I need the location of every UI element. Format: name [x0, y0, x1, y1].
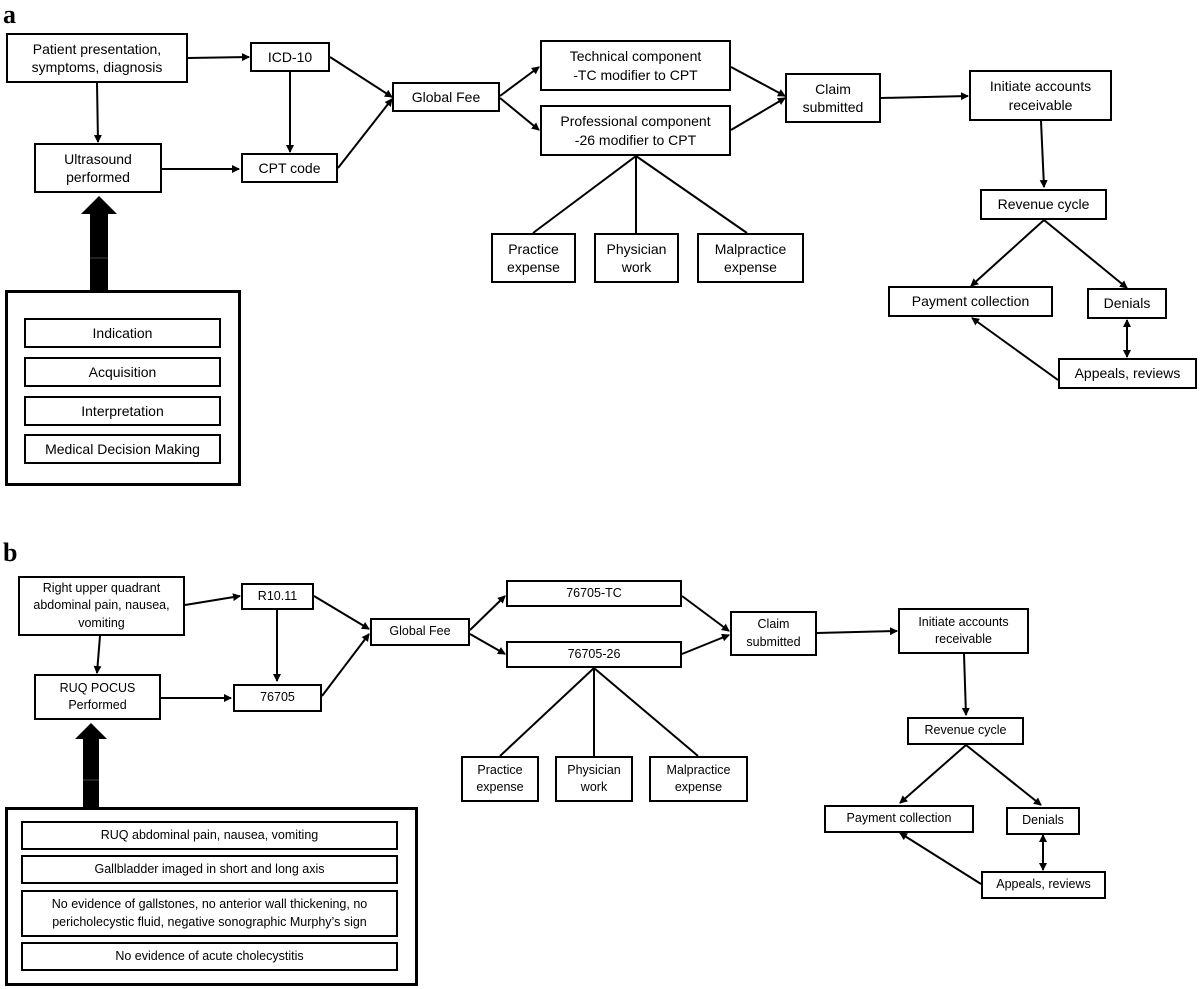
- line-professional-to-malpractice: [635, 155, 748, 234]
- technical-component-node-b: 76705-TC: [506, 580, 682, 607]
- arrow-accounts-to-revenue: [1039, 120, 1048, 188]
- arrow-icd-to-globalfee-b: [313, 595, 370, 630]
- panel-b-arrows: [93, 593, 1047, 885]
- physician-work-node-b: Physician work: [555, 756, 633, 802]
- arrow-technical-to-claim: [730, 66, 786, 97]
- documentation-item-acquisition: Acquisition: [24, 357, 221, 387]
- line-professional-to-malpractice-b: [593, 667, 699, 757]
- arrow-professional-to-claim: [730, 97, 786, 131]
- patient-presentation-node: Patient presentation, symptoms, diagnosi…: [6, 33, 188, 83]
- arrow-icd-to-globalfee: [329, 56, 393, 98]
- panel-b-documentation-arrow: [75, 723, 107, 807]
- arrow-patient-to-icd: [187, 53, 250, 62]
- arrow-patient-to-icd-b: [184, 593, 241, 606]
- arrow-appeals-to-payment-b: [899, 832, 982, 885]
- arrow-patient-to-ultrasound-b: [93, 635, 102, 674]
- line-professional-to-practice-b: [499, 667, 595, 757]
- panel-a-arrows: [93, 53, 1131, 381]
- appeals-reviews-node-b: Appeals, reviews: [981, 871, 1106, 899]
- global-fee-node: Global Fee: [392, 82, 500, 112]
- technical-component-node: Technical component -TC modifier to CPT: [540, 40, 731, 91]
- malpractice-expense-node-b: Malpractice expense: [649, 756, 748, 802]
- documentation-item-medical-decision-making: Medical Decision Making: [24, 434, 221, 464]
- professional-component-node: Professional component -26 modifier to C…: [540, 105, 731, 156]
- documentation-arrow-shaft-a: [90, 212, 108, 290]
- cpt-code-node-b: 76705: [233, 684, 322, 712]
- panel-b-label: b: [3, 538, 18, 567]
- arrow-professional-to-claim-b: [681, 633, 730, 655]
- practice-expense-node: Practice expense: [491, 233, 576, 283]
- denials-node-b: Denials: [1006, 807, 1080, 835]
- physician-work-node: Physician work: [594, 233, 679, 283]
- documentation-item-indication-b: RUQ abdominal pain, nausea, vomiting: [21, 821, 398, 850]
- arrow-globalfee-to-technical: [499, 66, 540, 97]
- panel-a-label: a: [3, 0, 16, 29]
- arrow-revenue-to-denials: [1043, 219, 1128, 289]
- ultrasound-performed-node: Ultrasound performed: [34, 143, 162, 193]
- appeals-reviews-node: Appeals, reviews: [1058, 358, 1197, 389]
- accounts-receivable-node: Initiate accounts receivable: [969, 70, 1112, 121]
- documentation-item-interpretation: Interpretation: [24, 396, 221, 426]
- practice-expense-node-b: Practice expense: [461, 756, 539, 802]
- claim-submitted-node-b: Claim submitted: [730, 611, 817, 656]
- documentation-panel-a: Indication Acquisition Interpretation Me…: [5, 290, 241, 486]
- arrow-claim-to-accounts: [880, 92, 969, 101]
- documentation-item-acquisition-b: Gallbladder imaged in short and long axi…: [21, 855, 398, 884]
- panel-a-documentation-arrow: [81, 196, 117, 290]
- documentation-arrow-head-b: [75, 723, 107, 739]
- ultrasound-performed-node-b: RUQ POCUS Performed: [34, 674, 161, 720]
- arrow-globalfee-to-technical-b: [469, 595, 506, 631]
- documentation-panel-b: RUQ abdominal pain, nausea, vomiting Gal…: [5, 807, 418, 986]
- arrow-technical-to-claim-b: [681, 595, 730, 632]
- documentation-item-medical-decision-making-b: No evidence of acute cholecystitis: [21, 942, 398, 971]
- documentation-item-interpretation-b: No evidence of gallstones, no anterior w…: [21, 890, 398, 937]
- arrow-appeals-to-payment: [971, 317, 1059, 381]
- accounts-receivable-node-b: Initiate accounts receivable: [898, 608, 1029, 654]
- revenue-cycle-node-b: Revenue cycle: [907, 717, 1024, 745]
- icd10-node: ICD-10: [250, 42, 330, 72]
- arrow-globalfee-to-professional-b: [469, 633, 506, 655]
- payment-collection-node: Payment collection: [888, 286, 1053, 317]
- arrow-revenue-to-payment: [970, 219, 1045, 287]
- cpt-code-node: CPT code: [241, 153, 338, 183]
- payment-collection-node-b: Payment collection: [824, 805, 974, 833]
- revenue-cycle-node: Revenue cycle: [980, 189, 1107, 220]
- icd10-node-b: R10.11: [241, 583, 314, 610]
- arrow-patient-to-ultrasound: [93, 82, 102, 143]
- global-fee-node-b: Global Fee: [370, 618, 470, 646]
- documentation-arrow-head-a: [81, 196, 117, 214]
- arrow-cpt-to-globalfee: [337, 98, 393, 169]
- arrow-cpt-to-globalfee-b: [321, 633, 370, 697]
- documentation-item-indication: Indication: [24, 318, 221, 348]
- arrow-revenue-to-denials-b: [965, 744, 1042, 806]
- arrow-accounts-to-revenue-b: [961, 653, 970, 716]
- arrow-claim-to-accounts-b: [816, 627, 898, 636]
- patient-presentation-node-b: Right upper quadrant abdominal pain, nau…: [18, 576, 185, 636]
- professional-component-node-b: 76705-26: [506, 641, 682, 668]
- claim-submitted-node: Claim submitted: [785, 73, 881, 123]
- arrow-revenue-to-payment-b: [899, 744, 967, 804]
- documentation-arrow-shaft-b: [83, 737, 99, 807]
- arrow-globalfee-to-professional: [499, 97, 540, 131]
- denials-node: Denials: [1087, 288, 1167, 319]
- line-professional-to-practice: [532, 155, 637, 234]
- malpractice-expense-node: Malpractice expense: [697, 233, 804, 283]
